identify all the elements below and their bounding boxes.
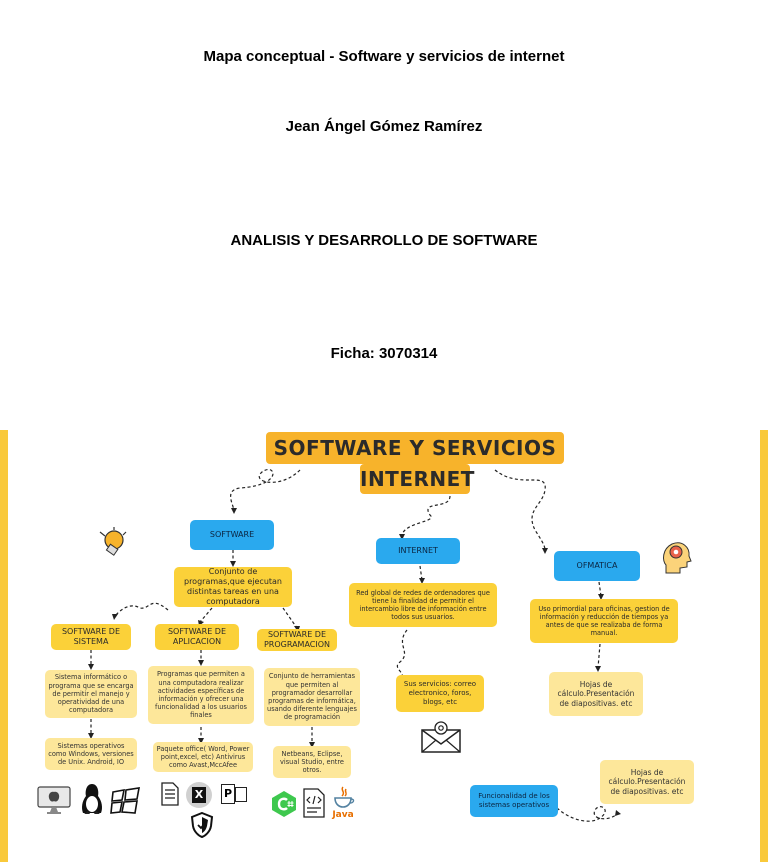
document-icon [161, 782, 179, 806]
email-envelope-icon [421, 721, 461, 753]
ofimatica-examples: Hojas de cálculo.Presentación de diaposi… [549, 672, 643, 716]
linux-tux-icon [82, 784, 102, 814]
link-footer [556, 806, 619, 822]
sistema-description: Sistema informático o programa que se en… [45, 670, 137, 718]
link-title-software [230, 468, 301, 511]
software-definition: Conjunto de programas,que ejecutan disti… [174, 567, 292, 607]
idea-bulb-icon [99, 527, 127, 556]
link-internet-services [396, 629, 408, 679]
poster-border-right [760, 430, 768, 862]
map-title-line2: INTERNET [360, 464, 474, 494]
programacion-examples: Netbeans, Eclipse, visual Studio, entre … [273, 746, 351, 778]
ofimatica-node: OFMATICA [554, 551, 640, 581]
windows-logo-icon [110, 787, 140, 814]
link-ofimatica-def [598, 581, 602, 597]
link-ofimatica-examples [597, 643, 601, 669]
so-functionality-node: Funcionalidad de los sistemas operativos [470, 785, 558, 817]
program-name: ANALISIS Y DESARROLLO DE SOFTWARE [230, 232, 538, 249]
concept-map-poster: SOFTWARE Y SERVICIOS DE INTERNET SOFTWAR… [0, 430, 768, 862]
link-def-sistema [114, 602, 169, 617]
map-title-line1: SOFTWARE Y SERVICIOS DE [266, 432, 564, 492]
poster-border-left [0, 430, 8, 862]
internet-definition: Red global de redes de ordenadores que t… [349, 583, 497, 627]
excel-letter: X [192, 787, 206, 803]
link-def-aplicacion [199, 607, 213, 623]
link-internet-def [419, 565, 423, 581]
ficha-number: Ficha: 3070314 [330, 345, 438, 362]
powerpoint-letter: P [221, 784, 235, 804]
java-cup-icon [334, 786, 355, 808]
ofimatica-definition: Uso primordial para oficinas, gestion de… [530, 599, 678, 643]
csharp-icon [272, 791, 296, 817]
code-file-icon [303, 788, 325, 818]
link-title-ofimatica [494, 469, 546, 551]
aplicacion-examples: Paquete office( Word, Power point,excel,… [153, 742, 253, 772]
link-title-internet [401, 495, 451, 536]
software-node: SOFTWARE [190, 520, 274, 550]
link-def-programacion [282, 607, 298, 629]
software-sistema-node: SOFTWARE DE SISTEMA [51, 624, 131, 650]
java-label: Java [332, 810, 354, 820]
software-programacion-node: SOFTWARE DE PROGRAMACION [257, 629, 337, 651]
powerpoint-icon: P [221, 784, 249, 806]
document-title: Mapa conceptual - Software y servicios d… [203, 48, 565, 65]
programacion-description: Conjunto de herramientas que permiten al… [264, 668, 360, 726]
excel-icon: X [186, 782, 212, 808]
monitor-apple-icon [37, 786, 71, 814]
aplicacion-description: Programas que permiten a una computadora… [148, 666, 254, 724]
sistema-examples: Sistemas operativos como Windows, versio… [45, 738, 137, 770]
head-thinking-icon [663, 542, 692, 574]
software-aplicacion-node: SOFTWARE DE APLICACION [155, 624, 239, 650]
author-name: Jean Ángel Gómez Ramírez [285, 118, 483, 135]
internet-node: INTERNET [376, 538, 460, 564]
antivirus-shield-icon [190, 812, 214, 838]
internet-services: Sus servicios: correo electronico, foros… [396, 675, 484, 712]
footer-note: Hojas de cálculo.Presentación de diaposi… [600, 760, 694, 804]
